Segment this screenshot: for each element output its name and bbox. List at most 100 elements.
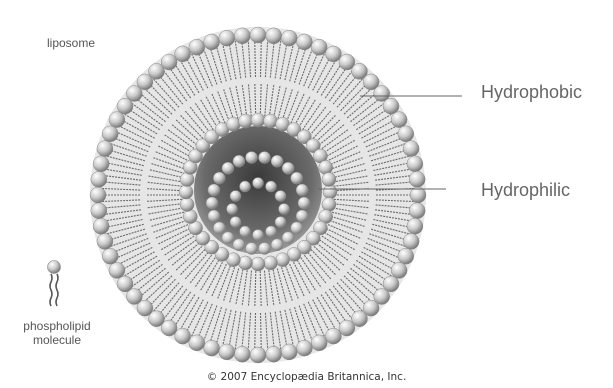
core-lipid-head — [208, 184, 220, 196]
inner-lipid-head — [180, 198, 194, 212]
outer-lipid-head — [189, 39, 205, 55]
core-lipid-head — [275, 217, 286, 228]
core-lipid-head — [266, 226, 277, 237]
outer-lipid-head — [117, 276, 133, 292]
core-lipid-head — [230, 191, 241, 202]
core-lipid-head — [206, 197, 218, 209]
core-lipid-head — [271, 155, 283, 167]
phospholipid-molecule-icon — [48, 261, 61, 307]
phospholipid-legend-line2: molecule — [12, 333, 102, 347]
inner-lipid-head — [226, 117, 240, 131]
core-lipid-head — [246, 152, 258, 164]
core-lipid-head — [291, 222, 303, 234]
core-lipid-head — [296, 184, 308, 196]
outer-lipid-head — [234, 28, 250, 44]
outer-lipid-head — [250, 27, 266, 43]
outer-lipid-head — [407, 218, 423, 234]
outer-lipid-head — [311, 335, 327, 351]
core-lipid-head — [246, 243, 258, 255]
outer-lipid-head — [91, 203, 107, 219]
outer-lipid-head — [219, 30, 235, 46]
phospholipid-legend: phospholipid molecule — [12, 319, 102, 347]
inner-lipid-head — [264, 114, 278, 128]
core-lipid-head — [271, 239, 283, 251]
core-lipid-head — [222, 232, 234, 244]
core-lipid-head — [259, 243, 271, 255]
inner-lipid-head — [251, 257, 265, 271]
outer-lipid-head — [97, 233, 113, 249]
inner-lipid-head — [180, 173, 194, 187]
outer-lipid-head — [90, 187, 106, 203]
hydrophilic-label: Hydrophilic — [481, 180, 570, 201]
outer-lipid-head — [266, 346, 282, 362]
core-lipid-head — [296, 210, 308, 222]
outer-lipid-head — [311, 39, 327, 55]
outer-lipid-head — [175, 328, 191, 344]
core-lipid-head — [253, 178, 264, 189]
outer-lipid-head — [161, 54, 177, 70]
outer-lipid-head — [398, 126, 414, 142]
outer-lipid-head — [391, 262, 407, 278]
core-lipid-head — [291, 172, 303, 184]
inner-lipid-head — [239, 114, 253, 128]
inner-lipid-head — [179, 185, 193, 199]
inner-lipid-head — [239, 256, 253, 270]
outer-lipid-head — [102, 126, 118, 142]
core-lipid-head — [233, 155, 245, 167]
core-lipid-head — [213, 222, 225, 234]
core-lipid-head — [282, 232, 294, 244]
outer-lipid-head — [325, 46, 341, 62]
core-lipid-head — [213, 172, 225, 184]
core-lipid-head — [282, 162, 294, 174]
outer-lipid-head — [383, 98, 399, 114]
diagram-title: liposome — [47, 36, 95, 50]
phospholipid-legend-line1: phospholipid — [12, 319, 102, 333]
outer-lipid-head — [296, 34, 312, 50]
inner-lipid-head — [276, 253, 290, 267]
core-lipid-head — [222, 162, 234, 174]
outer-lipid-head — [175, 46, 191, 62]
outer-lipid-head — [93, 156, 109, 172]
inner-lipid-head — [323, 185, 337, 199]
inner-lipid-head — [322, 173, 336, 187]
outer-lipid-head — [409, 171, 425, 187]
outer-lipid-head — [339, 320, 355, 336]
outer-lipid-head — [398, 248, 414, 264]
outer-lipid-head — [325, 328, 341, 344]
outer-lipid-head — [204, 34, 220, 50]
core-lipid-head — [298, 197, 310, 209]
outer-lipid-head — [266, 28, 282, 44]
hydrophobic-label: Hydrophobic — [481, 82, 582, 103]
core-lipid-head — [208, 210, 220, 222]
inner-lipid-head — [319, 160, 333, 174]
outer-lipid-head — [219, 344, 235, 360]
outer-lipid-head — [109, 262, 125, 278]
outer-lipid-head — [407, 156, 423, 172]
core-lipid-head — [259, 152, 271, 164]
outer-lipid-head — [189, 335, 205, 351]
core-lipid-head — [240, 181, 251, 192]
outer-lipid-head — [281, 344, 297, 360]
outer-lipid-head — [234, 346, 250, 362]
outer-lipid-head — [93, 218, 109, 234]
inner-lipid-head — [322, 198, 336, 212]
core-lipid-head — [279, 204, 290, 215]
core-lipid-head — [253, 230, 264, 241]
inner-lipid-head — [264, 256, 278, 270]
outer-lipid-head — [97, 141, 113, 157]
outer-lipid-head — [250, 347, 266, 363]
outer-lipid-head — [409, 203, 425, 219]
inner-lipid-head — [183, 210, 197, 224]
outer-lipid-head — [102, 248, 118, 264]
core-lipid-head — [230, 217, 241, 228]
outer-lipid-head — [296, 340, 312, 356]
core-lipid-head — [233, 239, 245, 251]
core-lipid-head — [275, 191, 286, 202]
outer-lipid-head — [403, 141, 419, 157]
outer-lipid-head — [91, 171, 107, 187]
inner-lipid-head — [251, 113, 265, 127]
outer-lipid-head — [403, 233, 419, 249]
core-lipid-head — [240, 226, 251, 237]
outer-lipid-head — [281, 30, 297, 46]
